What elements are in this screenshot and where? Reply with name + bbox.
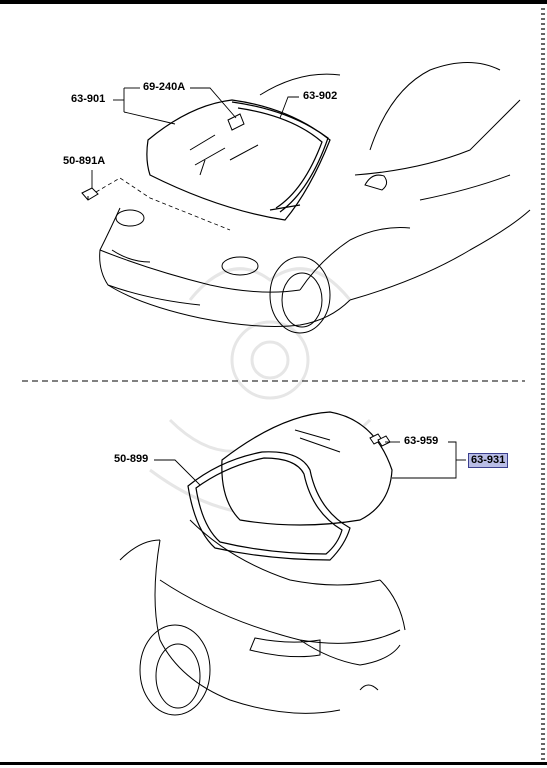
leader-lines-bottom (154, 441, 466, 486)
callout-63-901: 63-901 (71, 93, 106, 105)
top-border (0, 0, 547, 4)
rear-car-illustration (119, 519, 406, 716)
callout-63-931-highlighted[interactable]: 63-931 (468, 453, 509, 468)
rear-window-glass (221, 411, 393, 526)
front-molding-strip (231, 101, 329, 213)
rear-glass-glare-lines (294, 429, 341, 453)
rearview-mirror-part (227, 113, 245, 131)
rear-weatherstrip (187, 451, 351, 561)
callout-69-240a: 69-240A (143, 81, 186, 93)
callout-50-899: 50-899 (114, 453, 149, 465)
placement-dashed-line (95, 177, 231, 231)
front-car-illustration (99, 62, 531, 334)
leader-lines-top (91, 87, 299, 188)
callout-63-959: 63-959 (404, 435, 439, 447)
callout-50-891a: 50-891A (63, 155, 106, 167)
clip-part (81, 187, 99, 201)
binding-edge (541, 8, 545, 760)
callout-63-902: 63-902 (303, 90, 338, 102)
bottom-border (0, 762, 547, 765)
fastener-part (369, 433, 391, 447)
windshield-glare-lines (189, 134, 259, 176)
front-windshield-glass (146, 99, 331, 221)
